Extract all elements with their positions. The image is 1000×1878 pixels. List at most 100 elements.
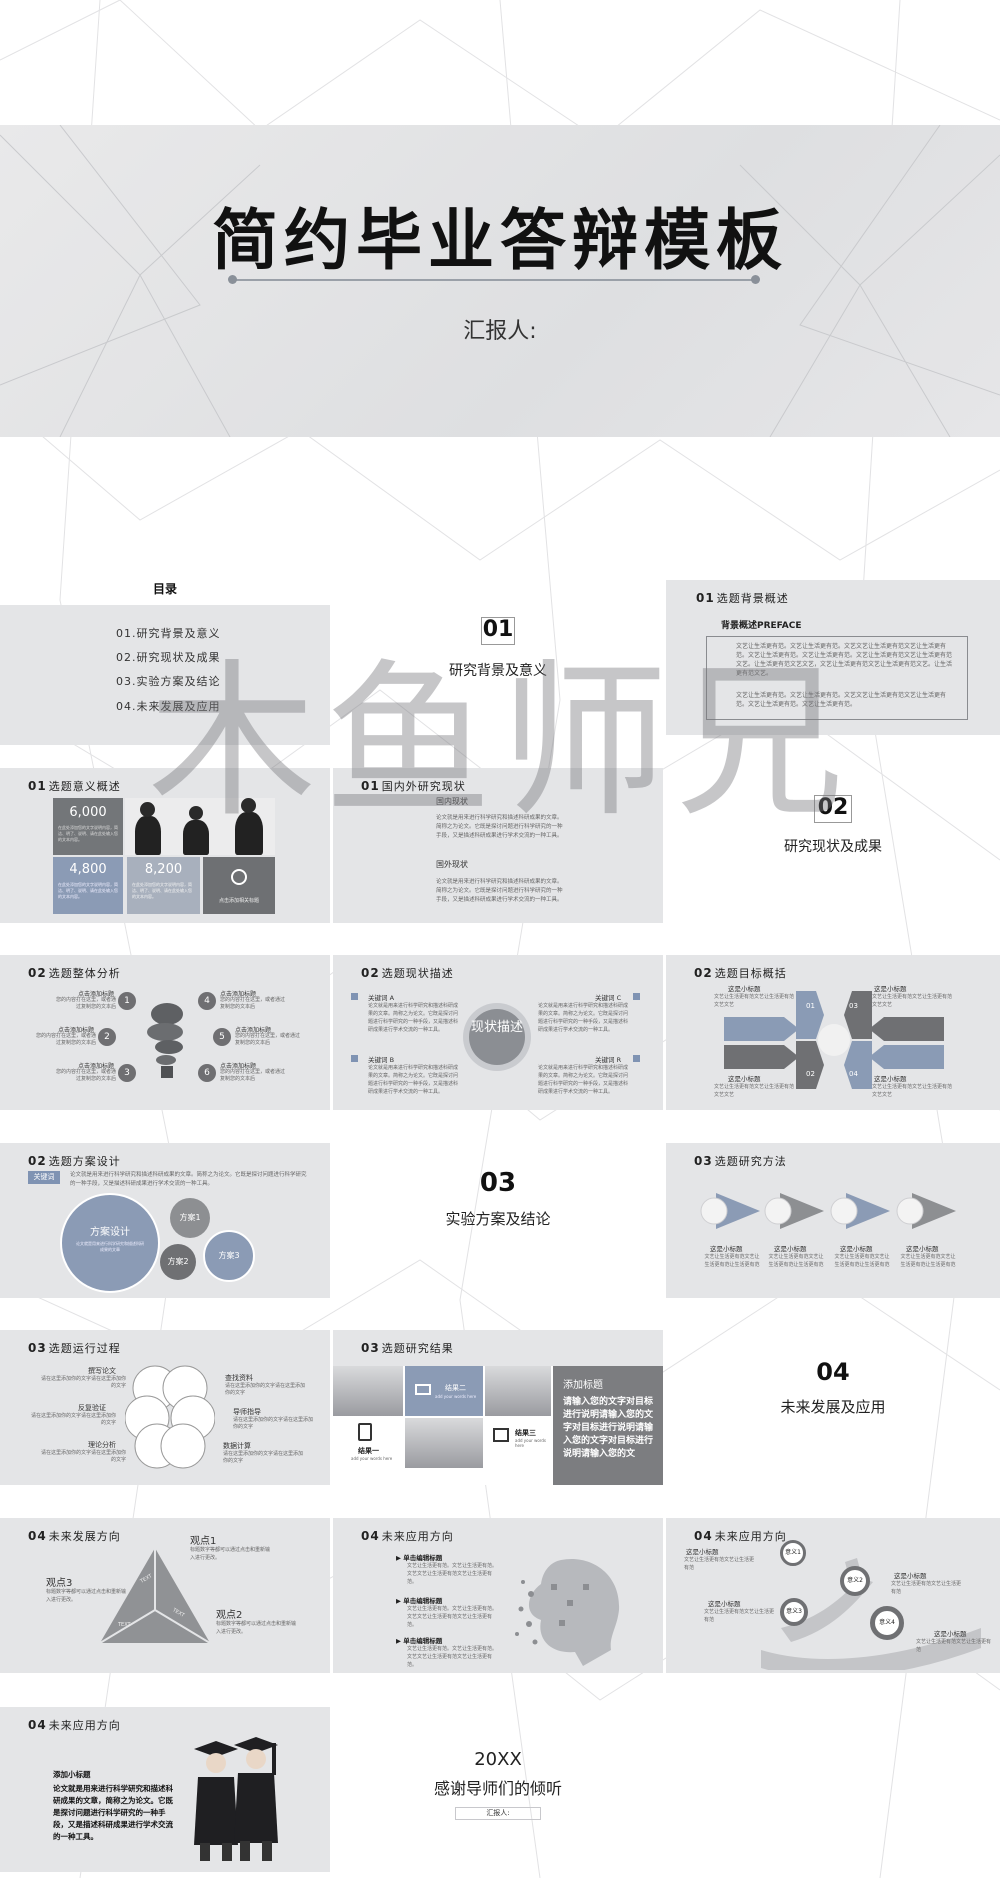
process-step-text: 请在这里添加你的文字请在这里添加你的文字 [30,1413,116,1426]
method-text: 文艺让生活更有范文艺让生活更有范让生活更有范 [768,1254,824,1268]
viewpoint-text: 标题数字等都可以通过点击和重新输入进行更改。 [46,1589,127,1603]
goal-text: 文艺让生活更有范文艺让生活更有范文艺文艺 [872,1084,953,1098]
pin-text: 文艺让生活更有范文艺让生活更有范 [916,1639,992,1653]
person-figure [183,820,209,855]
stat-text: 在此处添加您的文字说明内容，简洁、明了、说明、请在此处输入您的文本内容。 [132,882,192,899]
viewpoint-label: 观点1 [190,1536,217,1547]
method-text: 文艺让生活更有范文艺让生活更有范让生活更有范 [834,1254,890,1268]
result-sub: add your words here [435,1394,477,1399]
cover-divider [232,279,757,281]
panel-text: 请输入您的文字对目标进行说明请输入您的文字对目标进行说明请输入您的文字对目标进行… [563,1397,654,1459]
viewpoint-text: 标题数字等都可以通过点击和重新输入进行更改。 [216,1621,297,1635]
goal-label: 这是小标题 [728,1075,761,1083]
section-label: 实验方案及结论 [445,1210,551,1228]
result-sub: add your words here [351,1456,393,1461]
process-step-text: 请在这里添加你的文字请在这里添加你的文字 [40,1450,126,1463]
overview-heading: 背景概述PREFACE [721,621,802,631]
item-number: 3 [118,1064,136,1082]
item-number: 1 [118,992,136,1010]
person-head [241,798,256,813]
pin-label: 这是小标题 [934,1630,967,1638]
cover-reporter: 汇报人: [463,319,537,344]
goal-label: 这是小标题 [874,985,907,993]
section-label: 研究现状及成果 [784,839,882,855]
result-card: 结果一 add your words here [333,1418,403,1468]
result-card: 结果三 add your words here [485,1418,551,1468]
pin-label: 这是小标题 [894,1572,927,1580]
foreign-title: 国外现状 [436,860,468,869]
section-01-divider: 01 研究背景及意义 [333,580,663,735]
method-label: 这是小标题 [774,1245,807,1253]
result-panel: 添加标题 请输入您的文字对目标进行说明请输入您的文字对目标进行说明请输入您的文字… [553,1366,663,1485]
center-label: 现状描述 [469,1009,525,1065]
keyword-tag: 关键词 [28,1171,60,1184]
lightbulb-icon [147,1003,183,1078]
app-item-text: 文艺让生活更有范。文艺让生活更有范。文艺文艺让生活更有范文艺让生活更有范。 [407,1646,498,1668]
method-text: 文艺让生活更有范文艺让生活更有范让生活更有范 [704,1254,760,1268]
process-step-title: 反复验证 [78,1404,106,1412]
result-sub: add your words here [515,1438,546,1448]
item-number: 6 [198,1064,216,1082]
toc-slide: 目录 01.研究背景及意义 02.研究现状及成果 03.实验方案及结论 04.未… [0,565,330,745]
toc-item: 02.研究现状及成果 [116,651,221,664]
app-item-text: 文艺让生活更有范。文艺让生活更有范。文艺文艺让生活更有范文艺让生活更有范。 [407,1606,498,1628]
item-text: 您的内容打在这里，或者通过复制您的文本后 [220,997,286,1010]
goal-number: 02 [806,1070,815,1078]
section-label: 未来发展及应用 [780,1398,886,1416]
keyword-marker [633,1055,640,1062]
domestic-text: 论文就是用来进行科学研究和描述科研成果的文章。简称之为论文。它既是探讨问题进行科… [436,815,563,839]
goal-label: 这是小标题 [728,985,761,993]
app-item-title: ▶ 单击编辑标题 [396,1597,443,1605]
goal-number: 01 [806,1002,815,1010]
foreign-text: 论文就是用来进行科学研究和描述科研成果的文章。简称之为论文。它既是探讨问题进行科… [436,879,563,903]
pin-label: 这是小标题 [686,1548,719,1556]
team-photo [333,1366,403,1416]
item-number: 4 [198,992,216,1010]
process-step-title: 查找资料 [225,1374,253,1382]
result-label: 结果二 [445,1384,466,1392]
person-head [140,802,155,817]
image-card: 点击添加相关标题 [203,857,275,914]
item-title: 点击添加标题 [58,1027,95,1034]
item-title: 点击添加标题 [220,991,257,998]
main-scheme-label: 方案设计 [90,1227,130,1238]
process-step-text: 请在这里添加你的文字请在这里添加你的文字 [233,1417,314,1430]
keyword-text: 论文就是用来进行科学研究和描述科研成果的文章。简称之为论文。它既是探讨问题进行科… [538,1065,629,1095]
scheme-circle: 方案1 [170,1198,210,1238]
pin-marker: 意义2 [840,1566,870,1596]
viewpoint-label: 观点2 [216,1610,243,1621]
method-label: 这是小标题 [840,1245,873,1253]
item-title: 点击添加标题 [78,991,115,998]
process-step-text: 请在这里添加你的文字请在这里添加你的文字 [223,1451,304,1464]
viewpoint-text: 标题数字等都可以通过点击和重新输入进行更改。 [190,1547,271,1561]
item-text: 您的内容打在这里，或者通过复制您的文本后 [55,997,116,1010]
ending-slide: 20XX 感谢导师们的倾听 汇报人: [333,1707,663,1872]
cover-divider-dot [751,275,760,284]
keyword: 关键词 A [368,994,395,1002]
process-step-title: 导师指导 [233,1408,261,1416]
triangle-label: TEXT [118,1622,131,1628]
toc-item: 04.未来发展及应用 [116,700,221,713]
process-step-title: 理论分析 [88,1441,116,1449]
item-text: 您的内容打在这里，或者通过复制您的文本后 [55,1069,116,1082]
goal-number: 03 [849,1002,858,1010]
cover-title: 简约毕业答辩模板 [212,202,788,279]
person-head [189,806,203,820]
goals-arrow-diagram [724,991,944,1089]
item-text: 您的内容打在这里，或者通过复制您的文本后 [220,1069,286,1082]
stat-text: 在此处添加您的文字说明内容，简洁、明了、说明、请在此处输入您的文本内容。 [58,882,118,899]
process-step-text: 请在这里添加你的文字请在这里添加你的文字 [40,1376,126,1389]
calendar-icon [493,1428,509,1442]
